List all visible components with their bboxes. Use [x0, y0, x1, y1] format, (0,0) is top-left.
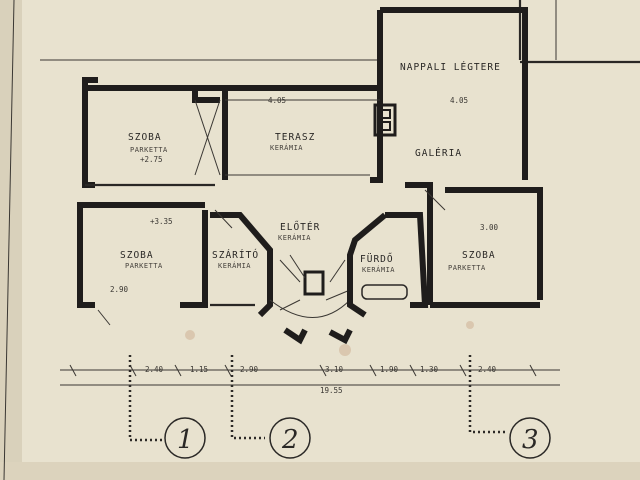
dim-label-2: 4.05 [450, 96, 468, 105]
top-left-diagonal-2 [194, 99, 221, 176]
wall-galeria-step [405, 182, 433, 205]
door-swing-szarito [214, 209, 233, 229]
stain-3 [466, 321, 474, 329]
room-label-galeria: GALÉRIA [415, 147, 462, 159]
axis-bubble-3 [509, 417, 551, 459]
floor-label-szoba-right: PARKETTA [448, 264, 486, 272]
room-label-furdo: FÜRDŐ [360, 254, 394, 265]
wall-bottom-left-right [180, 210, 208, 308]
axis-leader-2 [230, 355, 265, 440]
floor-label-szoba-bottom-left: PARKETTA [125, 262, 163, 270]
stair-bottom-right [328, 328, 353, 345]
wall-furdo-left [347, 212, 387, 318]
wall-nappali-outer [380, 7, 528, 180]
paper-bottom-shadow [0, 462, 640, 480]
wall-szarito [210, 212, 273, 318]
axis-label-1: 1 [177, 425, 194, 455]
stair-newel [303, 270, 325, 296]
dim-label-1: 4.05 [268, 96, 286, 105]
dim-label-14: 2.90 [110, 285, 129, 294]
room-label-eloter: ELŐTÉR [280, 221, 320, 233]
stair-line-2 [289, 254, 306, 279]
stair-line-4 [325, 289, 351, 301]
stair-bottom-left [283, 327, 308, 345]
stair-line-1 [279, 259, 301, 283]
stair-line-3 [329, 259, 346, 283]
dim-label-6: 1.15 [190, 365, 208, 374]
floor-label-eloter: KERÁMIA [278, 233, 311, 242]
wall-right-room-top [445, 187, 543, 300]
tick-1 [69, 364, 77, 377]
axis-label-3: 3 [522, 425, 539, 455]
axis-leader-1 [128, 355, 162, 442]
chimney-flue-1 [379, 109, 391, 119]
wall-furdo-right [385, 212, 429, 308]
door-swing-galeria [424, 189, 446, 211]
axis-bubble-1 [164, 417, 206, 459]
room-label-szoba-right: SZOBA [462, 250, 496, 261]
dim-label-11: 2.40 [478, 365, 497, 374]
tick-4 [224, 364, 232, 377]
floor-label-szarito: KERÁMIA [218, 261, 251, 270]
dim-label-8: 3.10 [325, 365, 344, 374]
paper-left-shadow [0, 0, 22, 480]
chimney-flue-2 [379, 121, 391, 131]
floor-label-szoba-top-left: PARKETTA [130, 146, 168, 154]
stain-1 [185, 330, 195, 340]
stair-line-5 [279, 299, 301, 311]
room-label-szarito: SZÁRÍTÓ [212, 249, 259, 261]
dim-label-3: +2.75 [140, 155, 163, 164]
tick-3 [174, 364, 182, 377]
dim-label-9: 1.90 [380, 365, 399, 374]
dim-label-total: 19.55 [320, 386, 343, 395]
stain-2 [339, 344, 351, 356]
dim-label-10: 1.30 [420, 365, 439, 374]
sheet-border-line [3, 0, 15, 480]
floor-label-terasz: KERÁMIA [270, 143, 303, 152]
room-label-szoba-bottom-left: SZOBA [120, 250, 154, 261]
tick-9 [529, 364, 537, 377]
room-label-nappali: NAPPALI LÉGTERE [400, 61, 501, 73]
chimney [373, 103, 397, 137]
floor-label-furdo: KERÁMIA [362, 265, 395, 274]
bathtub [361, 284, 408, 300]
dim-label-13: 3.00 [480, 223, 499, 232]
door-swing-bl [97, 309, 111, 326]
wall-bottom-left-outer [77, 202, 95, 308]
tick-7 [409, 364, 417, 377]
tick-8 [459, 364, 467, 377]
dim-label-5: 2.40 [145, 365, 164, 374]
wall-nappali-left [370, 10, 383, 183]
room-label-terasz: TERASZ [275, 132, 315, 143]
dim-label-7: 2.90 [240, 365, 259, 374]
dim-label-4: +3.35 [150, 217, 173, 226]
axis-bubble-2 [269, 417, 311, 459]
axis-label-2: 2 [281, 425, 299, 455]
tick-6 [369, 364, 377, 377]
room-label-szoba-top-left: SZOBA [128, 132, 162, 143]
axis-leader-3 [468, 355, 505, 434]
stair-arc [269, 299, 351, 318]
tick-5 [319, 364, 327, 377]
